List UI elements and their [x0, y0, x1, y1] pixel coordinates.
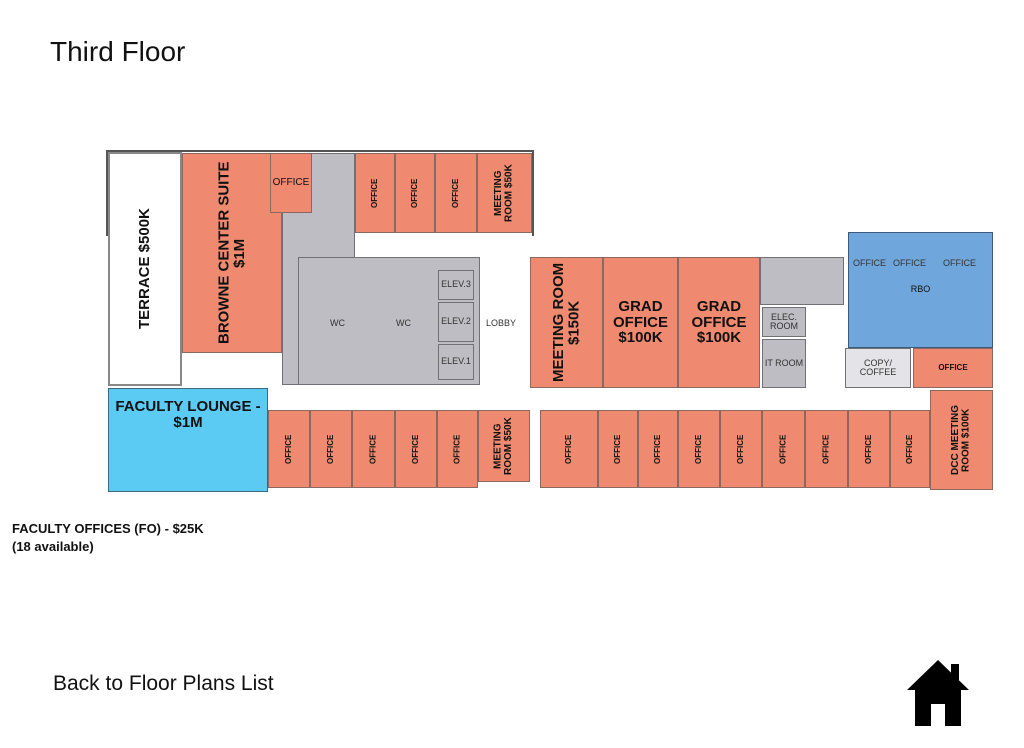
legend-count: (18 available): [12, 539, 94, 554]
wall: [106, 150, 534, 236]
office-rbo: OFFICE: [943, 258, 976, 268]
office[interactable]: OFFICE: [540, 410, 598, 488]
office[interactable]: OFFICE: [598, 410, 638, 488]
page-title: Third Floor: [50, 36, 186, 67]
browne-center-suite[interactable]: BROWNE CENTER SUITE $1M: [182, 153, 282, 353]
stairwell-east: [760, 257, 844, 305]
it-room: IT ROOM: [762, 339, 806, 388]
office[interactable]: OFFICE: [437, 410, 478, 488]
office[interactable]: OFFICE: [395, 153, 435, 233]
legend-title: FACULTY OFFICES (FO) - $25K: [12, 521, 204, 536]
office[interactable]: OFFICE: [678, 410, 720, 488]
office[interactable]: OFFICE: [435, 153, 477, 233]
office[interactable]: OFFICE: [268, 410, 310, 488]
meeting-room-bottom[interactable]: MEETING ROOM $50K: [478, 410, 530, 482]
office[interactable]: OFFICE: [720, 410, 762, 488]
meeting-room-top[interactable]: MEETING ROOM $50K: [477, 153, 532, 233]
office[interactable]: OFFICE: [762, 410, 805, 488]
office-rbo: OFFICE: [853, 258, 886, 268]
grad-office[interactable]: GRAD OFFICE $100K: [603, 257, 678, 388]
rbo-suite: RBO: [848, 232, 993, 348]
grad-office[interactable]: GRAD OFFICE $100K: [678, 257, 760, 388]
office[interactable]: OFFICE: [355, 153, 395, 233]
copy-coffee: COPY/ COFFEE: [845, 348, 911, 388]
office[interactable]: OFFICE: [395, 410, 437, 488]
legend: FACULTY OFFICES (FO) - $25K (18 availabl…: [12, 520, 204, 556]
faculty-lounge[interactable]: FACULTY LOUNGE - $1M: [108, 388, 268, 492]
back-to-floor-plans-link[interactable]: Back to Floor Plans List: [53, 672, 274, 695]
meeting-room-150k[interactable]: MEETING ROOM $150K: [530, 257, 603, 388]
elevator-3: ELEV.3: [438, 270, 474, 300]
elevator-1: ELEV.1: [438, 344, 474, 380]
lobby-label: LOBBY: [486, 318, 517, 328]
terrace[interactable]: TERRACE $500K: [108, 152, 182, 386]
wc-label: WC: [396, 318, 411, 328]
office[interactable]: OFFICE: [638, 410, 678, 488]
dcc-meeting-room[interactable]: DCC MEETING ROOM $100K: [930, 390, 993, 490]
home-button[interactable]: [905, 658, 971, 728]
wc-label: WC: [330, 318, 345, 328]
home-icon: [907, 660, 969, 726]
office[interactable]: OFFICE: [805, 410, 848, 488]
office[interactable]: OFFICE: [848, 410, 890, 488]
office[interactable]: OFFICE: [890, 410, 930, 488]
office[interactable]: OFFICE: [310, 410, 352, 488]
office-rbo: OFFICE: [893, 258, 926, 268]
elevator-2: ELEV.2: [438, 302, 474, 342]
office[interactable]: OFFICE: [352, 410, 395, 488]
elec-room: ELEC. ROOM: [762, 307, 806, 337]
office-browne[interactable]: OFFICE: [270, 153, 312, 213]
office-east[interactable]: OFFICE: [913, 348, 993, 388]
